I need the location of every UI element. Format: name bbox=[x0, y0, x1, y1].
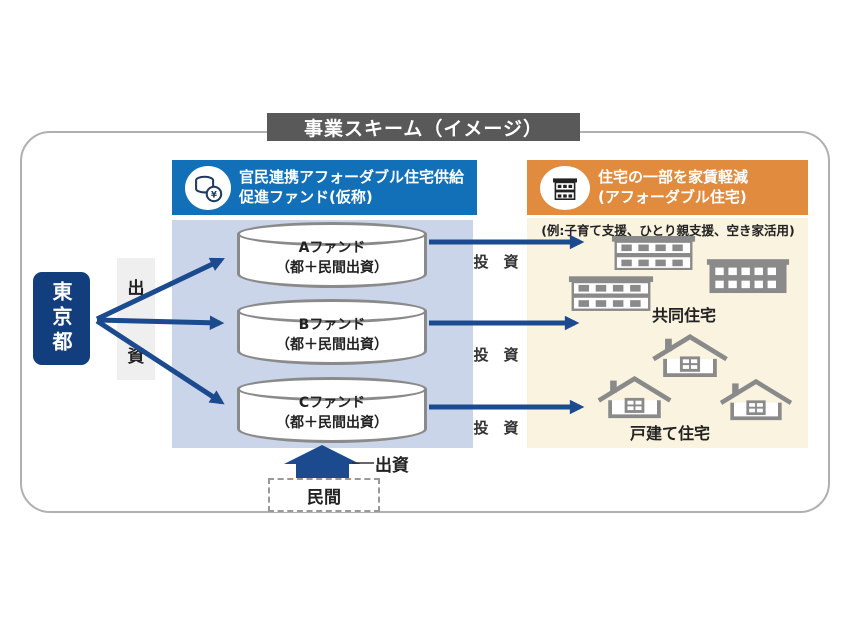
contribution-char-top: 出 bbox=[127, 279, 145, 299]
contribution-char-bottom: 資 bbox=[127, 347, 145, 367]
fund-b-name: Bファンド bbox=[298, 317, 366, 333]
fund-b-detail: （都＋民間出資） bbox=[276, 336, 388, 353]
private-contribution-label: 出資 bbox=[375, 456, 409, 476]
invest-label-a: 投 資 bbox=[473, 253, 519, 271]
tokyo-label: 東京都 bbox=[49, 281, 73, 356]
apartment-building-icon-1 bbox=[611, 236, 696, 270]
fund-cylinder-b: Bファンド （都＋民間出資） bbox=[237, 299, 427, 365]
svg-text:¥: ¥ bbox=[211, 190, 217, 200]
fund-header-label: 官民連携アフォーダブル住宅供給促進ファンド(仮称) bbox=[239, 168, 465, 206]
fund-cylinder-c: Cファンド （都＋民間出資） bbox=[237, 377, 427, 443]
private-sector-label: 民間 bbox=[307, 487, 341, 508]
fund-c-detail: （都＋民間出資） bbox=[276, 414, 388, 431]
diagram-title-text: 事業スキーム（イメージ） bbox=[303, 117, 544, 140]
house-icon-2 bbox=[597, 375, 672, 419]
coins-icon: ¥ bbox=[185, 165, 231, 210]
apartment-building-icon-2 bbox=[706, 259, 790, 294]
housing-header-label: 住宅の一部を家賃軽減 (アフォーダブル住宅) bbox=[598, 168, 749, 206]
contribution-strip: 出 資 bbox=[117, 258, 155, 380]
diagram-title: 事業スキーム（イメージ） bbox=[267, 113, 580, 141]
fund-header: ¥ 官民連携アフォーダブル住宅供給促進ファンド(仮称) bbox=[172, 160, 477, 215]
housing-header: 住宅の一部を家賃軽減 (アフォーダブル住宅) bbox=[527, 160, 808, 215]
house-icon-3 bbox=[720, 378, 792, 421]
fund-cylinder-a: Aファンド （都＋民間出資） bbox=[237, 222, 427, 288]
houses-label: 戸建て住宅 bbox=[630, 424, 711, 443]
invest-label-b: 投 資 bbox=[473, 346, 519, 364]
fund-a-detail: （都＋民間出資） bbox=[276, 259, 388, 276]
fund-a-name: Aファンド bbox=[298, 240, 366, 256]
apartments-label: 共同住宅 bbox=[652, 306, 717, 325]
house-icon-1 bbox=[652, 333, 728, 378]
tokyo-box: 東京都 bbox=[33, 272, 90, 365]
invest-label-c: 投 資 bbox=[473, 419, 519, 437]
private-sector-box: 民間 bbox=[268, 478, 380, 512]
example-note: (例:子育て支援、ひとり親支援、空き家活用) bbox=[541, 223, 795, 238]
apartment-building-icon-3 bbox=[568, 276, 654, 311]
apartment-icon bbox=[540, 165, 590, 210]
fund-c-name: Cファンド bbox=[298, 395, 366, 411]
